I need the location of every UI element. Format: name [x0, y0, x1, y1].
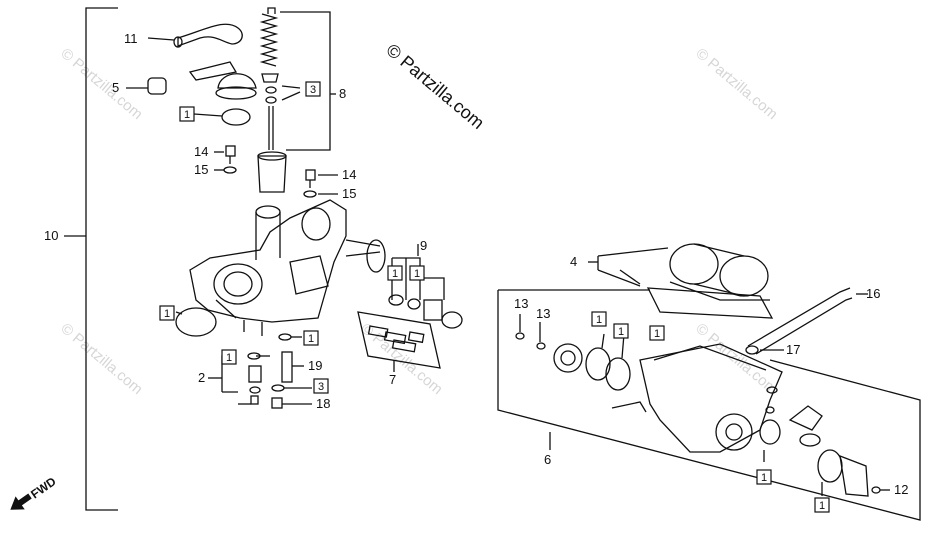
part-8-spring — [259, 13, 279, 67]
callout-9: 9 — [420, 238, 427, 253]
boxed-label: 1 — [409, 265, 425, 281]
watermark-faint-2: © Partzilla.com — [692, 45, 780, 123]
part-16-tube — [747, 287, 853, 355]
svg-text:1: 1 — [392, 268, 398, 280]
part-drain-cover — [839, 454, 869, 497]
callout-14-left: 14 — [194, 144, 208, 159]
part-9-valve — [423, 299, 443, 321]
svg-text:1: 1 — [819, 500, 825, 512]
callout-6: 6 — [544, 452, 551, 467]
callout-14-right: 14 — [342, 167, 356, 182]
svg-text:1: 1 — [184, 109, 190, 121]
part-5-cap — [147, 77, 167, 95]
watermark-faint-group: © Partzilla.com © Partzilla.com © Partzi… — [57, 45, 780, 398]
watermark-faint-1: © Partzilla.com — [57, 45, 145, 123]
svg-text:1: 1 — [654, 328, 660, 340]
part-o-ring-right — [585, 347, 611, 381]
part-float-gasket — [646, 287, 774, 319]
bracket-10 — [85, 7, 118, 511]
part-11-hose — [177, 23, 243, 47]
boxed-label: 1 — [756, 469, 772, 485]
callout-16: 16 — [866, 286, 880, 301]
part-o-ring-drain — [817, 449, 843, 483]
boxed-label: 1 — [303, 330, 319, 346]
watermark-main: © Partzilla.com — [382, 40, 488, 133]
watermark-faint-3: © Partzilla.com — [57, 320, 145, 398]
boxed-label: 1 — [613, 323, 629, 339]
callout-13-right: 13 — [536, 306, 550, 321]
watermark-faint-4: © Partzilla.com — [357, 320, 445, 398]
boxed-label: 3 — [305, 81, 321, 97]
boxed-label: 1 — [387, 265, 403, 281]
svg-text:1: 1 — [164, 308, 170, 320]
part-fitting — [553, 343, 583, 373]
svg-text:1: 1 — [761, 472, 767, 484]
part-carb-body-left — [189, 199, 386, 336]
part-o-ring-body — [175, 307, 217, 337]
callout-18: 18 — [316, 396, 330, 411]
boxed-label: 1 — [179, 106, 195, 122]
boxed-label: 1 — [591, 311, 607, 327]
svg-text:1: 1 — [308, 333, 314, 345]
svg-text:1: 1 — [596, 314, 602, 326]
callout-17: 17 — [786, 342, 800, 357]
callout-15-left: 15 — [194, 162, 208, 177]
callout-7: 7 — [389, 372, 396, 387]
part-filter — [605, 357, 631, 391]
bracket-6 — [497, 290, 921, 521]
part-float-bowl — [611, 343, 783, 453]
part-throttle-valve — [257, 155, 287, 193]
callout-4: 4 — [570, 254, 577, 269]
fwd-label: FWD — [28, 474, 59, 501]
part-4-float — [669, 243, 770, 301]
callout-12: 12 — [894, 482, 908, 497]
boxed-label: 1 — [159, 305, 175, 321]
boxed-label: 1 — [221, 349, 237, 365]
callout-2: 2 — [198, 370, 205, 385]
callout-11: 11 — [124, 31, 138, 46]
part-7-tray — [357, 311, 441, 369]
boxed-label: 1 — [814, 497, 830, 513]
boxed-label: 3 — [313, 378, 329, 394]
callout-8: 8 — [339, 86, 346, 101]
boxed-label: 1 — [649, 325, 665, 341]
svg-text:1: 1 — [226, 352, 232, 364]
callout-13-left: 13 — [514, 296, 528, 311]
callout-15-right: 15 — [342, 186, 356, 201]
part-o-ring-top — [221, 108, 251, 126]
callout-19: 19 — [308, 358, 322, 373]
part-top-cap — [217, 73, 257, 89]
svg-text:1: 1 — [414, 268, 420, 280]
fwd-arrow: FWD — [10, 474, 59, 510]
svg-text:3: 3 — [318, 381, 324, 393]
callout-5: 5 — [112, 80, 119, 95]
svg-text:3: 3 — [310, 84, 316, 96]
svg-text:1: 1 — [618, 326, 624, 338]
callout-10: 10 — [44, 228, 58, 243]
